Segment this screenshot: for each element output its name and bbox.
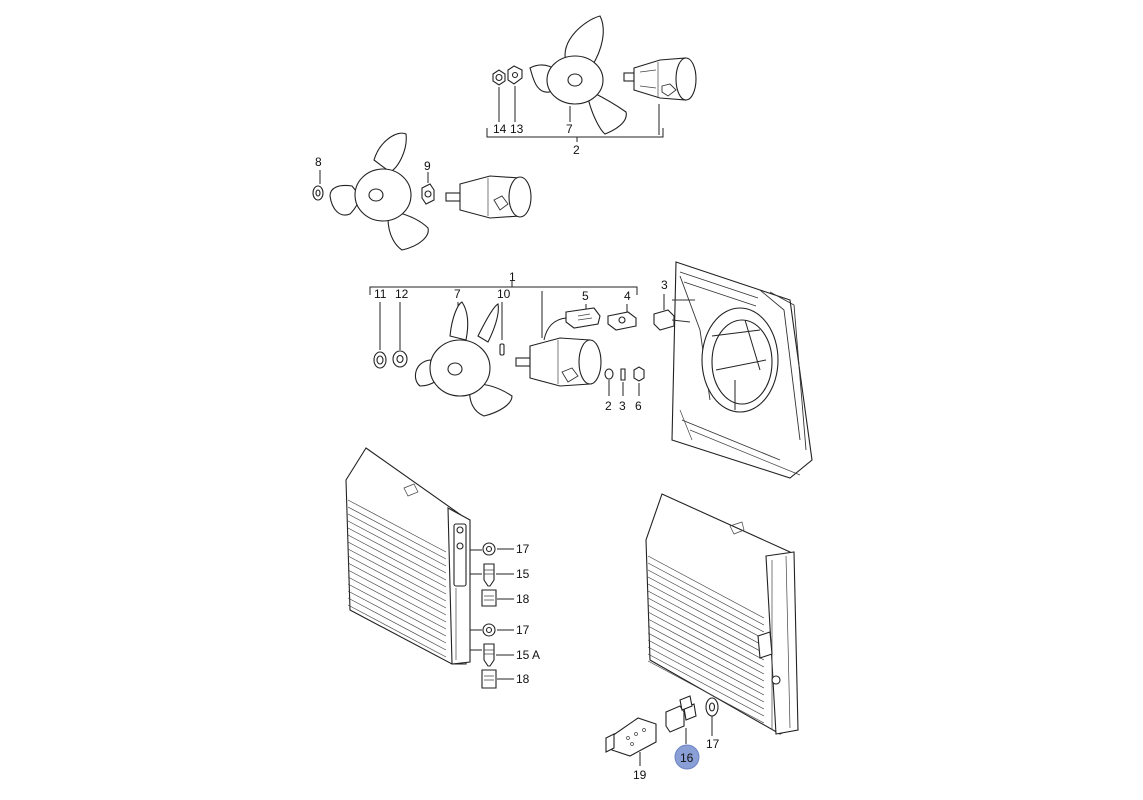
clip-3[interactable] xyxy=(653,309,675,331)
sensor-15a[interactable] xyxy=(483,643,495,667)
radiator-right: 19 16 17 xyxy=(605,493,799,782)
radiator-left: 17 15 18 17 15 A 18 xyxy=(345,447,540,689)
radiator-fin xyxy=(347,555,447,609)
fan-shroud: 3 xyxy=(653,261,813,479)
washer-12[interactable] xyxy=(392,350,408,368)
washer-17-a[interactable] xyxy=(482,542,496,556)
connector-18-a[interactable] xyxy=(481,589,497,607)
callout-17-a: 17 xyxy=(516,542,530,556)
sensor-15[interactable] xyxy=(483,563,495,587)
radiator-fin xyxy=(347,548,447,602)
callout-19: 19 xyxy=(633,768,647,782)
radiator-fin xyxy=(347,562,447,616)
callout-15: 15 xyxy=(516,567,530,581)
fan-motor-middle[interactable] xyxy=(515,337,602,387)
fan-assembly-second: 8 9 xyxy=(312,132,532,251)
fan-blade-top[interactable] xyxy=(529,15,627,135)
pin-3-small[interactable] xyxy=(620,368,626,381)
fan-assembly-top: 14 13 7 2 xyxy=(486,15,697,157)
clamp-9[interactable] xyxy=(421,183,435,205)
callout-2-mid: 2 xyxy=(605,399,612,413)
fan-assembly-middle: 1 11 12 7 10 5 4 xyxy=(369,270,645,417)
fan-motor-second[interactable] xyxy=(445,175,532,219)
callout-7-top: 7 xyxy=(566,122,573,136)
connector-4[interactable] xyxy=(607,311,637,331)
radiator-fin xyxy=(647,597,765,661)
radiator-fin xyxy=(347,576,447,630)
nut-14[interactable] xyxy=(492,69,506,86)
circlip-11[interactable] xyxy=(373,351,387,369)
callout-7-mid: 7 xyxy=(454,287,461,301)
callout-17-b: 17 xyxy=(516,623,530,637)
radiator-fin xyxy=(647,555,765,619)
radiator-fin xyxy=(647,632,765,696)
radiator-fin xyxy=(347,541,447,595)
radiator-fin xyxy=(647,618,765,682)
radiator-fin xyxy=(647,660,765,724)
radiator-fin xyxy=(347,499,447,553)
sensor-16[interactable] xyxy=(665,695,697,733)
callout-12: 12 xyxy=(395,287,409,301)
callout-1: 1 xyxy=(509,270,516,284)
callout-18-b: 18 xyxy=(516,672,530,686)
callout-10: 10 xyxy=(497,287,511,301)
callout-18-a: 18 xyxy=(516,592,530,606)
radiator-fin xyxy=(647,569,765,633)
callout-4: 4 xyxy=(624,289,631,303)
fan-blade-middle[interactable] xyxy=(414,301,513,417)
radiator-fin xyxy=(647,653,765,717)
radiator-fin xyxy=(347,534,447,588)
washer-17-b[interactable] xyxy=(482,623,496,637)
radiator-fin xyxy=(647,611,765,675)
radiator-fin xyxy=(347,604,447,658)
callout-2-top: 2 xyxy=(573,143,580,157)
radiator-fin xyxy=(647,639,765,703)
radiator-fin xyxy=(647,604,765,668)
callout-5: 5 xyxy=(582,289,589,303)
radiator-fin xyxy=(647,583,765,647)
fan-blade-second[interactable] xyxy=(329,132,429,251)
radiator-fin xyxy=(647,625,765,689)
callout-14: 14 xyxy=(493,122,507,136)
washer-2[interactable] xyxy=(604,368,614,380)
radiator-fin xyxy=(647,562,765,626)
callout-15a: 15 A xyxy=(516,648,540,662)
radiator-fin xyxy=(347,527,447,581)
connector-19[interactable] xyxy=(605,717,657,757)
radiator-fin xyxy=(647,590,765,654)
callout-3-mid: 3 xyxy=(619,399,626,413)
radiator-fin xyxy=(347,506,447,560)
radiator-fin xyxy=(347,583,447,637)
radiator-fin xyxy=(347,513,447,567)
radiator-fin xyxy=(347,590,447,644)
radiator-fin xyxy=(347,597,447,651)
wiring-5[interactable] xyxy=(543,307,601,341)
radiator-fin xyxy=(347,520,447,574)
fan-motor-top[interactable] xyxy=(623,57,697,101)
washer-13[interactable] xyxy=(507,65,523,85)
callout-13: 13 xyxy=(510,122,524,136)
washer-17-c[interactable] xyxy=(705,697,719,717)
callout-9: 9 xyxy=(424,159,431,173)
callout-17-c: 17 xyxy=(706,737,720,751)
callout-8: 8 xyxy=(315,155,322,169)
radiator-fin xyxy=(647,646,765,710)
washer-8[interactable] xyxy=(312,185,324,201)
callout-16-highlight[interactable] xyxy=(674,744,700,770)
callout-11: 11 xyxy=(374,287,387,301)
callout-6: 6 xyxy=(635,399,642,413)
pin-10[interactable] xyxy=(499,343,505,356)
radiator-fin xyxy=(347,569,447,623)
callout-3-top: 3 xyxy=(661,278,668,292)
radiator-fin xyxy=(647,576,765,640)
connector-18-b[interactable] xyxy=(481,669,497,689)
nut-6[interactable] xyxy=(633,366,645,382)
callout-16: 16 xyxy=(680,751,694,765)
